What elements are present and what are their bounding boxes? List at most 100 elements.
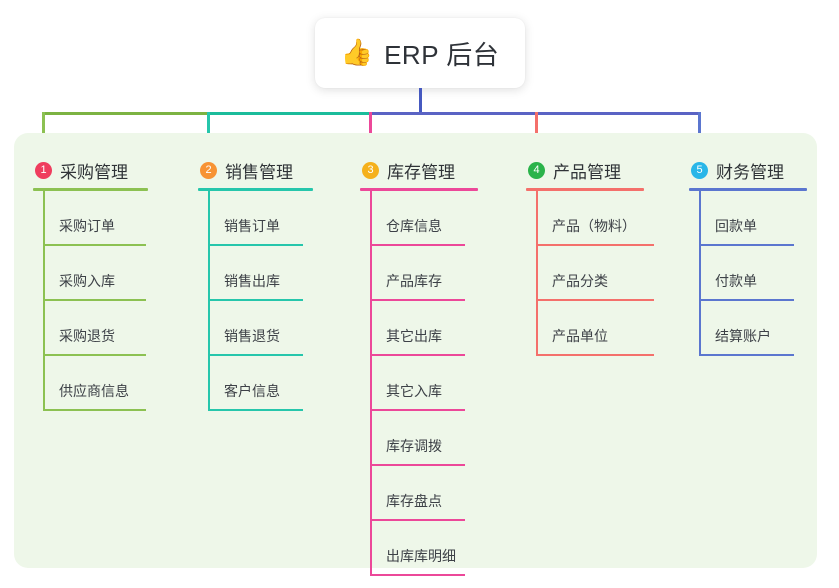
leaf-item-label: 采购入库	[59, 273, 115, 289]
column-header-2[interactable]: 2 销售管理	[198, 155, 313, 185]
drop-connector-1	[42, 112, 45, 150]
column-title-2: 销售管理	[225, 162, 293, 182]
leaf-item-label: 产品（物料）	[552, 218, 636, 234]
leaf-item[interactable]: 采购订单	[33, 191, 148, 246]
leaf-item-underline	[43, 244, 146, 246]
column-underline-5	[689, 188, 807, 191]
leaf-item[interactable]: 采购退货	[33, 301, 148, 356]
column-items-2: 销售订单销售出库销售退货客户信息	[198, 191, 313, 411]
column-title-3: 库存管理	[387, 162, 455, 182]
leaf-item[interactable]: 库存盘点	[360, 466, 478, 521]
leaf-item-label: 销售退货	[224, 328, 280, 344]
column-underline-3	[360, 188, 478, 191]
leaf-item-underline	[43, 299, 146, 301]
leaf-item-label: 产品单位	[552, 328, 608, 344]
leaf-item-label: 销售出库	[224, 273, 280, 289]
column-title-1: 采购管理	[60, 162, 128, 182]
leaf-item-underline	[208, 244, 303, 246]
leaf-item-label: 库存调拨	[386, 438, 442, 454]
leaf-item-label: 出库库明细	[386, 548, 456, 564]
leaf-item-label: 回款单	[715, 218, 757, 234]
column-underline-4	[526, 188, 644, 191]
leaf-item-underline	[370, 519, 465, 521]
leaf-item-underline	[370, 299, 465, 301]
column-header-3[interactable]: 3 库存管理	[360, 155, 478, 185]
leaf-item-underline	[370, 409, 465, 411]
leaf-item[interactable]: 销售订单	[198, 191, 313, 246]
drop-connector-2	[207, 112, 210, 150]
leaf-item-underline	[536, 299, 654, 301]
column-spine-3	[370, 191, 372, 576]
drop-connector-4	[535, 112, 538, 150]
leaf-item-label: 产品分类	[552, 273, 608, 289]
column-items-5: 回款单付款单结算账户	[689, 191, 807, 356]
leaf-item-underline	[699, 299, 794, 301]
leaf-item-label: 产品库存	[386, 273, 442, 289]
column-spine-5	[699, 191, 701, 356]
leaf-item-underline	[370, 464, 465, 466]
leaf-item[interactable]: 客户信息	[198, 356, 313, 411]
leaf-item[interactable]: 结算账户	[689, 301, 807, 356]
column-spine-2	[208, 191, 210, 411]
leaf-item[interactable]: 其它出库	[360, 301, 478, 356]
leaf-item[interactable]: 产品（物料）	[526, 191, 654, 246]
column-header-5[interactable]: 5 财务管理	[689, 155, 807, 185]
root-stem-connector	[419, 88, 422, 115]
column-badge-3: 3	[362, 161, 379, 179]
leaf-item[interactable]: 产品库存	[360, 246, 478, 301]
column-title-5: 财务管理	[716, 162, 784, 182]
leaf-item[interactable]: 采购入库	[33, 246, 148, 301]
leaf-item-underline	[536, 354, 654, 356]
leaf-item[interactable]: 付款单	[689, 246, 807, 301]
leaf-item[interactable]: 回款单	[689, 191, 807, 246]
root-node-card[interactable]: 👍 ERP 后台	[315, 18, 525, 88]
column-header-1[interactable]: 1 采购管理	[33, 155, 148, 185]
root-node-title: ERP 后台	[384, 39, 500, 70]
trunk-segment-green	[42, 112, 207, 115]
leaf-item[interactable]: 出库库明细	[360, 521, 478, 576]
leaf-item-underline	[699, 244, 794, 246]
root-node-content: 👍 ERP 后台	[341, 35, 500, 72]
column-title-4: 产品管理	[553, 162, 621, 182]
leaf-item[interactable]: 产品单位	[526, 301, 654, 356]
drop-connector-3	[369, 112, 372, 150]
leaf-item-label: 其它入库	[386, 383, 442, 399]
leaf-item[interactable]: 产品分类	[526, 246, 654, 301]
column-1: 1 采购管理采购订单采购入库采购退货供应商信息	[33, 155, 148, 411]
leaf-item[interactable]: 供应商信息	[33, 356, 148, 411]
leaf-item[interactable]: 其它入库	[360, 356, 478, 411]
column-underline-1	[33, 188, 148, 191]
column-2: 2 销售管理销售订单销售出库销售退货客户信息	[198, 155, 313, 411]
leaf-item[interactable]: 库存调拨	[360, 411, 478, 466]
column-badge-5: 5	[691, 161, 708, 179]
leaf-item-label: 客户信息	[224, 383, 280, 399]
column-items-1: 采购订单采购入库采购退货供应商信息	[33, 191, 148, 411]
leaf-item-label: 销售订单	[224, 218, 280, 234]
leaf-item-label: 采购订单	[59, 218, 115, 234]
leaf-item-label: 付款单	[715, 273, 757, 289]
leaf-item-underline	[370, 354, 465, 356]
leaf-item[interactable]: 销售出库	[198, 246, 313, 301]
column-5: 5 财务管理回款单付款单结算账户	[689, 155, 807, 356]
column-underline-2	[198, 188, 313, 191]
leaf-item-label: 库存盘点	[386, 493, 442, 509]
leaf-item-label: 其它出库	[386, 328, 442, 344]
leaf-item-underline	[699, 354, 794, 356]
leaf-item-underline	[208, 409, 303, 411]
leaf-item[interactable]: 仓库信息	[360, 191, 478, 246]
leaf-item-underline	[370, 574, 465, 576]
leaf-item-label: 仓库信息	[386, 218, 442, 234]
column-badge-1: 1	[35, 161, 52, 179]
leaf-item-underline	[536, 244, 654, 246]
leaf-item[interactable]: 销售退货	[198, 301, 313, 356]
leaf-item-label: 结算账户	[715, 328, 771, 344]
drop-connector-5	[698, 112, 701, 150]
leaf-item-underline	[43, 354, 146, 356]
leaf-item-underline	[208, 299, 303, 301]
column-items-4: 产品（物料） 产品分类产品单位	[526, 191, 654, 356]
column-badge-2: 2	[200, 161, 217, 179]
leaf-item-label: 采购退货	[59, 328, 115, 344]
diagram-panel: 1 采购管理采购订单采购入库采购退货供应商信息 2 销售管理销售订单销售出库销售退货客…	[14, 133, 817, 576]
